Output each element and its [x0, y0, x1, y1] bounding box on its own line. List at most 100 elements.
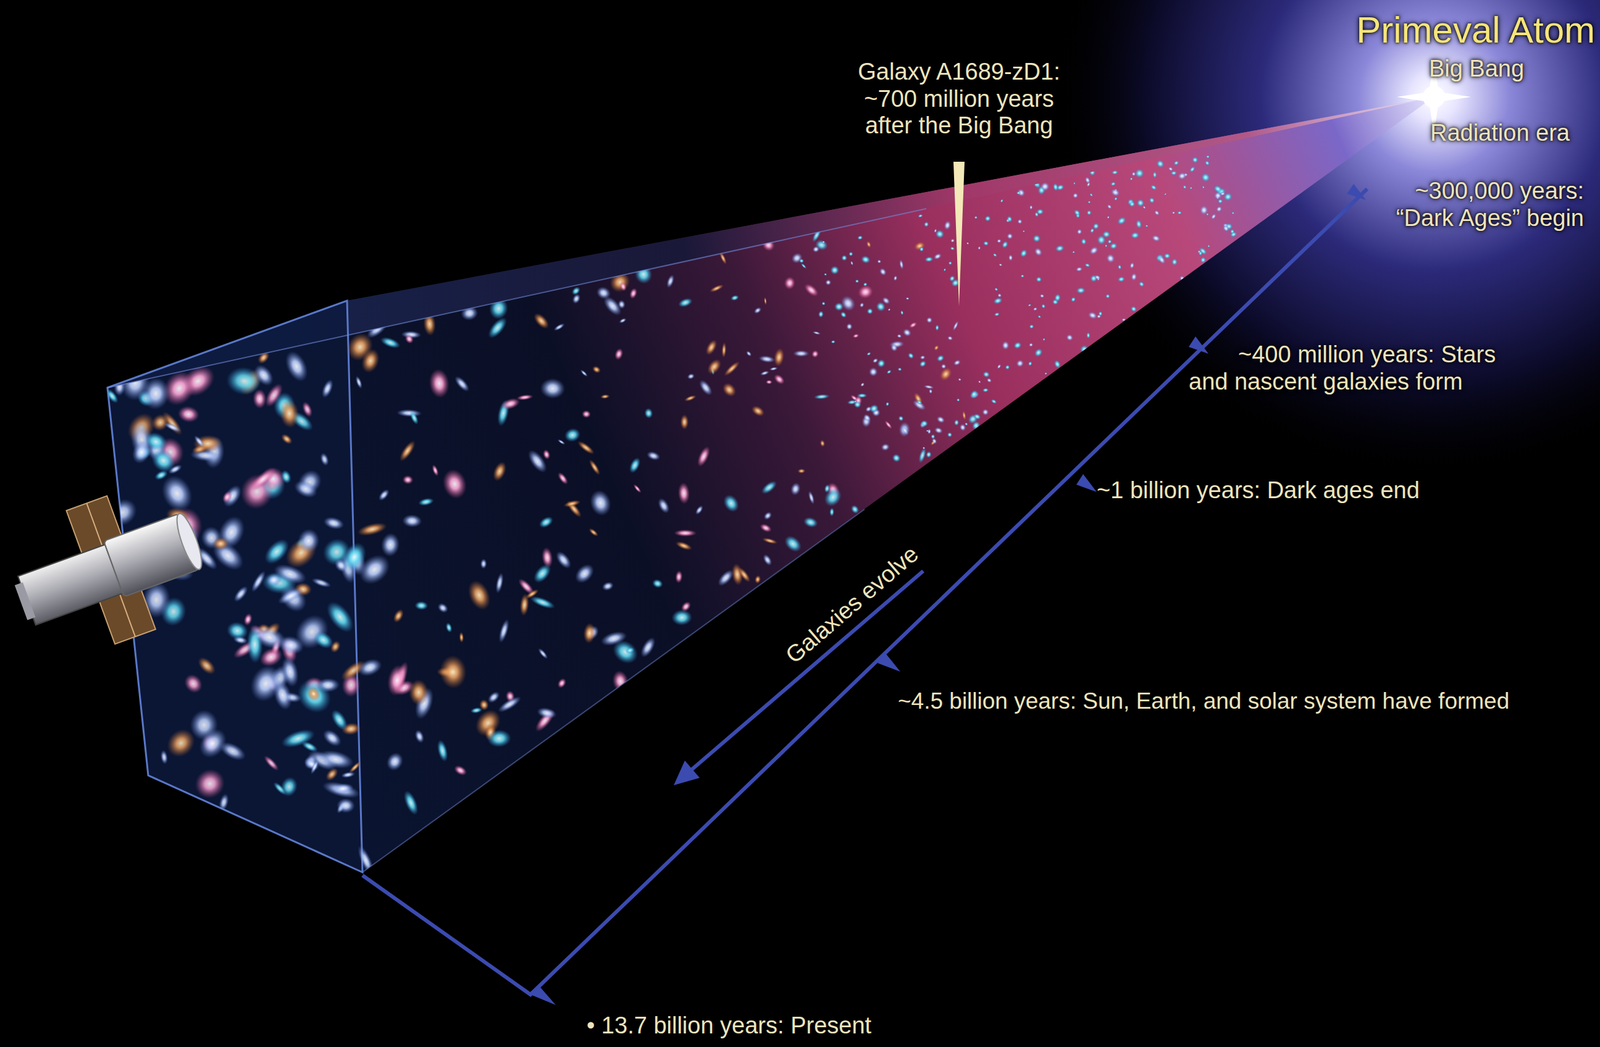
galaxy: [1109, 187, 1122, 199]
galaxy: [917, 213, 924, 219]
galaxy: [781, 532, 805, 556]
galaxy: [812, 330, 822, 336]
galaxy: [875, 358, 887, 370]
galaxy: [1031, 179, 1043, 191]
galaxy: [811, 245, 821, 254]
galaxy: [671, 609, 693, 627]
galaxy: [1188, 164, 1197, 174]
galaxy: [180, 670, 207, 697]
galaxy: [479, 558, 487, 570]
galaxy: [1032, 246, 1044, 259]
galaxy: [1096, 235, 1106, 246]
galaxy: [934, 324, 940, 332]
galaxy: [1117, 264, 1123, 270]
galaxy: [897, 414, 905, 423]
galaxy: [1137, 280, 1146, 289]
galaxy: [402, 474, 414, 485]
galaxy: [176, 404, 201, 425]
galaxy: [952, 358, 962, 367]
galaxy: [1073, 182, 1076, 186]
galaxy: [555, 470, 570, 486]
galaxy: [992, 296, 1004, 306]
galaxy: [119, 363, 152, 403]
galaxy: [212, 537, 230, 551]
galaxy: [579, 368, 589, 378]
galaxy: [637, 634, 659, 660]
galaxy: [530, 561, 555, 587]
galaxy: [570, 292, 582, 306]
galaxy: [849, 260, 855, 267]
galaxy: [939, 363, 948, 371]
galaxy: [536, 647, 549, 661]
galaxy: [650, 578, 664, 590]
galaxy: [768, 366, 779, 372]
galaxy: [989, 398, 998, 406]
galaxy: [555, 676, 569, 690]
galaxy: [1029, 205, 1034, 210]
galaxy: [626, 455, 643, 475]
galaxy: [761, 536, 779, 546]
galaxy: [1172, 159, 1181, 167]
galaxy: [463, 577, 495, 614]
galaxy: [402, 514, 423, 528]
galaxy: [1121, 318, 1127, 322]
galaxy: [1037, 314, 1042, 320]
galaxy: [839, 310, 848, 320]
galaxy: [951, 319, 960, 332]
galaxy: [925, 450, 933, 459]
galaxy: [1044, 372, 1048, 376]
galaxy: [677, 482, 691, 505]
galaxy: [935, 414, 947, 425]
galaxy: [876, 259, 882, 265]
galaxy: [977, 246, 981, 251]
galaxy: [1104, 244, 1108, 248]
galaxy: [435, 601, 451, 616]
galaxy: [859, 381, 866, 388]
galaxy: [458, 631, 465, 643]
galaxy: [897, 421, 911, 438]
galaxy: [898, 259, 905, 270]
galaxy: [985, 377, 993, 384]
galaxy: [279, 655, 302, 689]
galaxy: [753, 574, 763, 585]
galaxy: [1072, 250, 1076, 254]
galaxy: [300, 739, 320, 754]
galaxy: [575, 439, 596, 457]
galaxy: [1042, 337, 1047, 342]
galaxy: [1053, 293, 1062, 303]
galaxy: [862, 281, 869, 288]
galaxy: [219, 482, 246, 511]
galaxy: [807, 490, 816, 506]
galaxy: [518, 593, 530, 617]
galaxy: [246, 464, 280, 495]
galaxy: [1135, 219, 1144, 230]
galaxy: [828, 264, 842, 277]
galaxy: [231, 584, 251, 605]
galaxy: [316, 747, 356, 772]
galaxy: [1052, 182, 1060, 193]
hubble-telescope: [0, 472, 221, 670]
galaxy: [783, 276, 796, 291]
galaxy: [1170, 170, 1177, 176]
galaxy: [331, 782, 355, 796]
galaxy: [1035, 276, 1043, 283]
galaxy: [996, 363, 1002, 370]
galaxy: [970, 419, 982, 432]
galaxy: [1072, 208, 1082, 218]
galaxy: [1189, 186, 1193, 191]
galaxy: [867, 402, 880, 415]
galaxy: [1085, 181, 1091, 188]
galaxy: [821, 301, 827, 307]
galaxy: [435, 738, 451, 763]
galaxy: [920, 419, 929, 428]
galaxy: [1000, 239, 1010, 250]
galaxy: [321, 597, 359, 638]
galaxy: [1018, 247, 1030, 259]
galaxy: [358, 346, 383, 375]
galaxy: [922, 446, 926, 450]
galaxy: [278, 398, 301, 430]
galaxy: [1149, 183, 1158, 192]
galaxy: [1005, 232, 1014, 241]
galaxy: [942, 268, 947, 273]
galaxy: [537, 514, 556, 531]
